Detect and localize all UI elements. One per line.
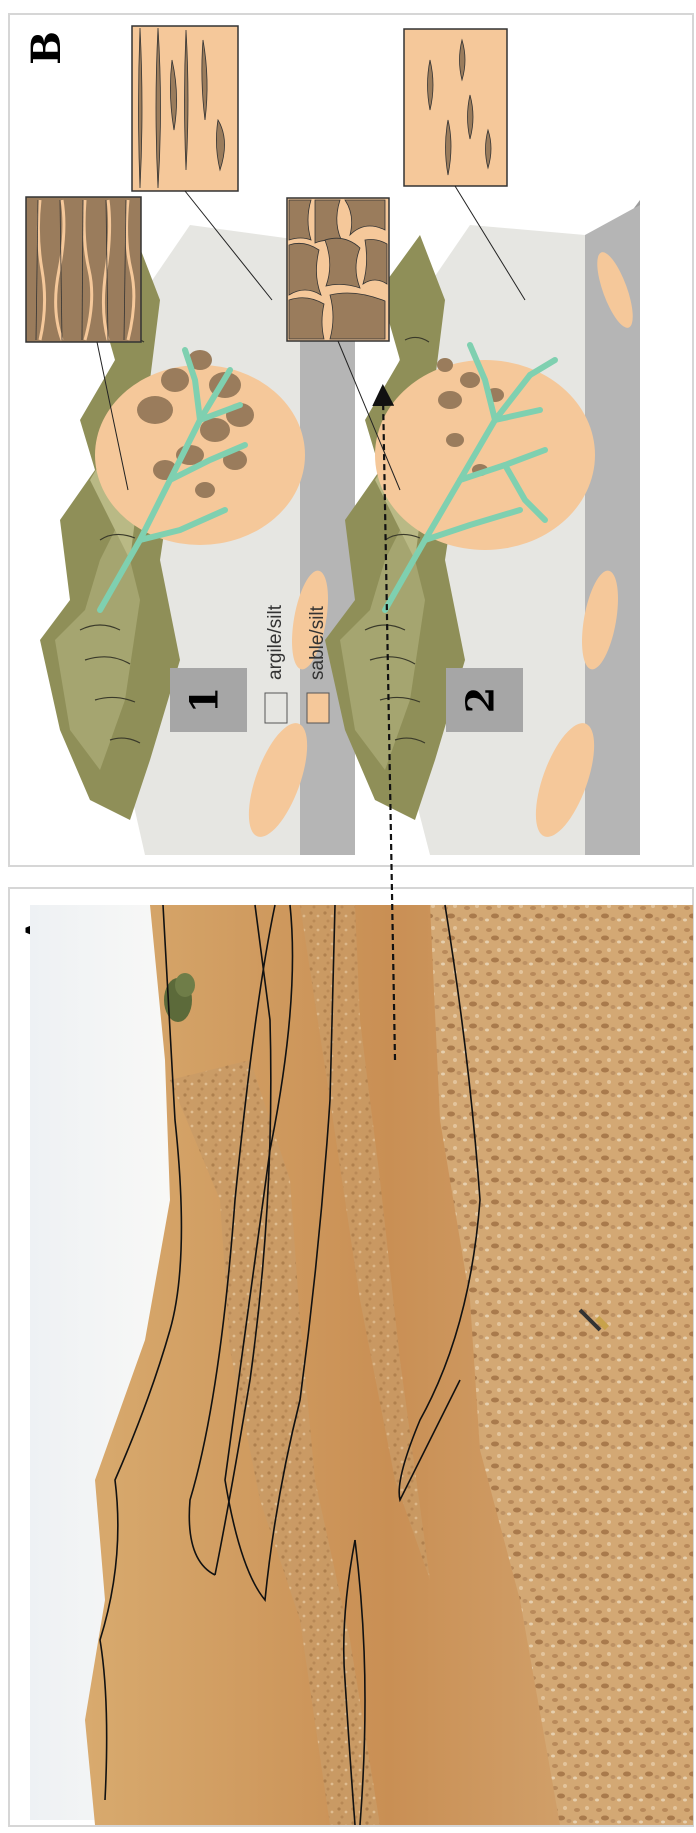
block-2-inset-sand <box>404 29 507 186</box>
panel-b-label: B <box>23 31 70 65</box>
block-1-inset-gravel <box>26 197 141 342</box>
legend-swatch-sand <box>307 693 329 723</box>
legend-label-clay: argile/silt <box>265 604 286 680</box>
block-2-label: 2 <box>458 687 503 713</box>
block-2-inset-gravel <box>287 198 389 341</box>
legend-swatch-clay <box>265 693 287 723</box>
panel-b: B <box>9 14 693 866</box>
block-1-label: 1 <box>182 687 227 713</box>
block-1-inset-sand <box>132 26 238 191</box>
legend-label-sand: sable/silt <box>307 605 328 680</box>
